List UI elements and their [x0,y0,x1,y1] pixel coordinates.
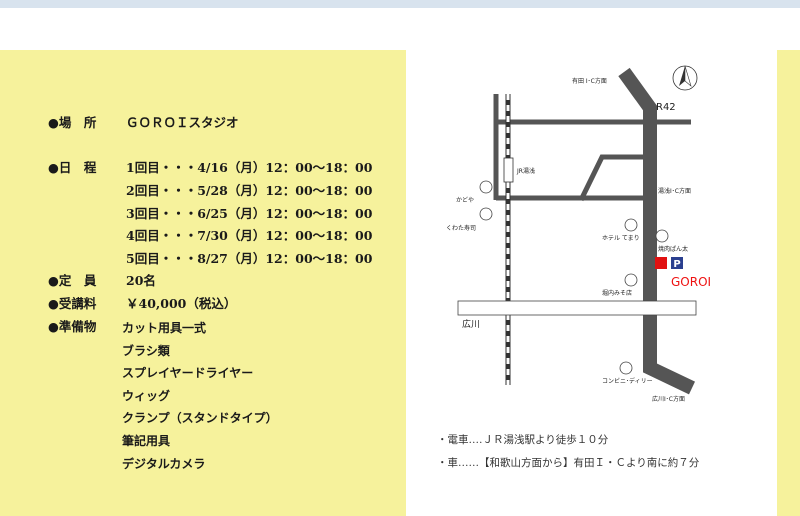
label-yakiniku: 焼肉ぱん太 [658,245,688,253]
label-goroi: GOROI [671,275,711,289]
item-5: クランプ（スタンドタイプ） [122,411,278,425]
label-yuasa-ic: 湯浅I･C方面 [658,187,691,195]
horiuchi-icon [624,273,638,287]
label-r42: R42 [656,102,676,113]
north-arrow-icon [672,65,698,91]
access-map: P 有田 I･C方面 R42 JR湯浅 かどや くわた寿司 湯浅I･C方面 ホテ… [446,65,711,403]
parking-icon [671,257,683,269]
label-kadoya: かどや [456,196,474,204]
label-arida-ic: 有田 I･C方面 [572,77,607,85]
access-car: ・車‥‥‥【和歌山方面から】有田Ｉ・Ｃより南に約７分 [437,457,700,469]
road-r42 [618,67,696,395]
parking-label: P [673,259,680,270]
capacity-value: 20名 [126,273,156,288]
hotel-icon [624,218,638,232]
items-label: ●準備物 [48,319,97,334]
fee-label: ●受講料 [48,296,97,311]
label-hotel: ホテル てまり [602,235,640,242]
river-hirokawa [457,300,697,316]
place-value: ＧＯＲＯＩスタジオ [126,115,239,130]
capacity-label: ●定 員 [48,273,97,288]
access-train: ・電車‥‥ＪＲ湯浅駅より徒歩１０分 [437,434,609,446]
item-4: ウィッグ [122,389,171,403]
item-6: 筆記用具 [122,434,171,448]
info-panel [0,50,406,516]
schedule-item-1: 1回目・・・4/16（月）12：00～18：00 [126,160,373,175]
item-7: デジタルカメラ [122,457,206,471]
label-convenience: コンビニ･ディリー [602,377,653,385]
item-1: カット用具一式 [122,321,207,335]
schedule-item-4: 4回目・・・7/30（月）12：00～18：00 [126,228,373,243]
label-hirokawa-ic: 広川I･C方面 [652,395,685,403]
fee-value: ￥40,000（税込） [126,296,237,311]
kadoya-icon [479,180,493,194]
schedule-item-3: 3回目・・・6/25（月）12：00～18：00 [126,206,373,221]
road-branch [578,154,650,202]
item-3: スプレイヤードライヤー [122,366,254,380]
label-jr-yuasa: JR湯浅 [516,167,535,175]
label-horiuchi: 堀内みそ店 [602,289,632,297]
convenience-icon [619,361,633,375]
schedule-item-5: 5回目・・・8/27（月）12：00～18：00 [126,251,373,266]
top-bar [0,0,800,8]
right-strip [777,50,800,516]
jr-station [503,157,514,183]
schedule-label: ●日 程 [48,160,97,175]
kuwata-icon [479,207,493,221]
place-label: ●場 所 [48,115,97,130]
goroi-marker-icon [655,257,667,269]
item-2: ブラシ類 [122,344,170,358]
yakiniku-icon [655,229,669,243]
label-hirokawa: 広川 [462,318,480,330]
schedule-item-2: 2回目・・・5/28（月）12：00～18：00 [126,183,373,198]
label-kuwata: くわた寿司 [446,224,476,232]
